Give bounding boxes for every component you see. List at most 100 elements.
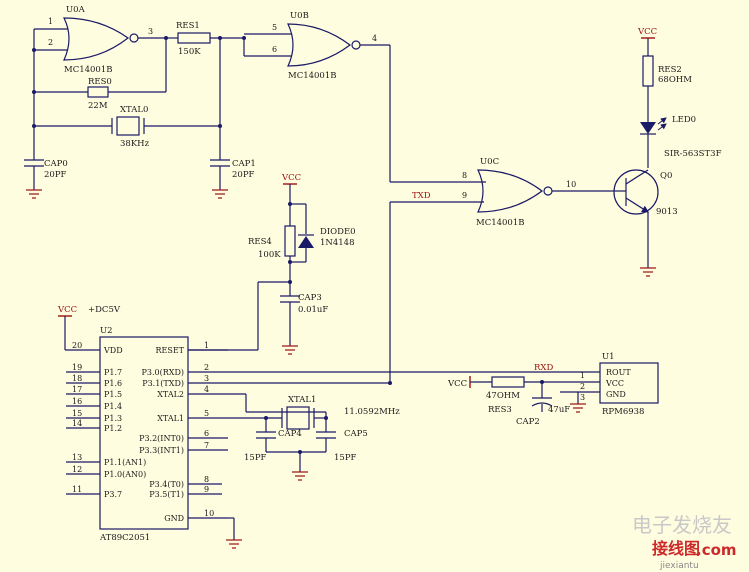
u2-pin-num: 20 [72,341,82,350]
cap4-ref: CAP4 [278,429,302,439]
u2-pin-name: P3.2(INT0) [139,434,184,443]
vcc-label-u1: VCC [447,379,467,389]
u2-pin-num: 2 [204,363,209,372]
u2-pin-num: 9 [204,485,209,494]
u1-pin-num-1: 1 [580,371,585,380]
transistor-q0-icon [610,169,659,268]
u2-pin-num: 6 [204,429,209,438]
u0b-ref: U0B [290,11,309,21]
q0-ref: Q0 [660,171,672,181]
u2-pin-num: 7 [204,441,209,450]
u0c-part: MC14001B [476,218,525,228]
junctions-reset [288,202,292,284]
cap0-ref: CAP0 [44,159,68,169]
u2-pin-num: 5 [204,409,209,418]
res3-value: 47OHM [486,391,520,401]
vcc-label-mcu: VCC [57,305,77,315]
gate-u0b [287,23,486,183]
cap1-symbol [210,159,230,190]
res3-body [491,376,525,388]
cap4-value: 15PF [244,453,267,463]
u2-body [99,336,189,530]
xtal1-symbol [281,406,326,430]
vcc-label-reset: VCC [281,173,301,183]
u1-pin-name-2: VCC [605,379,624,388]
u2-pin-num: 12 [72,465,82,474]
u2-supply [64,316,100,351]
u0c-pin9: 9 [462,191,467,200]
u2-pin-name: P1.3 [104,414,122,423]
u2-ref: U2 [100,326,113,336]
ground-icon [282,345,298,355]
u1-pin-num-2: 2 [580,382,585,391]
ground-icon [640,267,656,277]
res2-value: 68OHM [658,75,692,85]
diode0-icon [298,234,314,248]
u2-pin-name: P1.5 [104,390,122,399]
cap3-ref: CAP3 [298,293,322,303]
u2-pin-name: P3.7 [104,490,122,499]
cap2-ref: CAP2 [516,417,540,427]
cap1-value: 20PF [232,170,255,180]
u2-pin-name: P3.5(T1) [149,490,184,499]
u2-pin-num: 10 [204,509,214,518]
u2-pin-name: XTAL1 [157,414,184,423]
xtal0-ref: XTAL0 [120,105,148,115]
xtal1-value: 11.0592MHz [344,407,400,417]
u2-pin-name: VDD [103,346,123,355]
u2-pin-num: 13 [72,453,82,462]
u0a-pin1: 1 [48,17,53,26]
u1-pin-num-3: 3 [580,393,585,402]
gate-u0c [389,169,610,383]
watermark: 电子发烧友 接线图 .com jiexiantu [632,513,737,571]
u0b-part: MC14001B [288,71,337,81]
u2-pin-name: GND [164,514,184,523]
res0-value: 22M [88,101,108,111]
u2-pin-num: 17 [72,385,82,394]
u2-pin-num: 8 [204,475,209,484]
led0-ref: LED0 [672,115,696,125]
u1-ref: U1 [602,352,615,362]
junctions-osc [32,36,246,128]
ground-icon [26,189,42,199]
cap5-value: 15PF [334,453,357,463]
u2-pin-name: P1.1(AN1) [104,458,146,467]
led0-icon [640,117,667,135]
reset-network [188,184,307,351]
u2-pin-num: 3 [204,374,209,383]
junctions-mcu [264,381,392,454]
u2-pin-name: RESET [155,346,184,355]
u0a-pin2: 2 [48,38,53,47]
diode0-ref: DIODE0 [320,227,356,237]
ground-icon [226,539,242,549]
u2-pin-num: 1 [204,341,209,350]
u2-pin-name: P1.4 [104,402,122,411]
u2-pin-num: 19 [72,363,82,372]
cap1-ref: CAP1 [232,159,256,169]
u2-pin-num: 14 [72,419,82,428]
u1-pin-name-1: ROUT [606,368,631,377]
cap0-symbol [24,159,44,190]
u2-pin-name: P3.0(RXD) [142,368,184,377]
u2-right-pins: 1RESET2P3.0(RXD)3P3.1(TXD)4XTAL25XTAL16P… [139,341,228,523]
cap3-value: 0.01uF [298,305,328,315]
vcc-label-led: VCC [637,27,657,37]
led-branch [642,38,654,168]
xtal1-ref: XTAL1 [288,395,316,405]
u0a-part: MC14001B [64,65,113,75]
led0-value: SIR-563ST3F [664,149,722,159]
res1-value: 150K [178,47,201,57]
u2-pin-name: P1.2 [104,424,122,433]
u1-wires [474,381,600,412]
ground-icon [292,471,308,481]
u0b-pin5: 5 [272,23,277,32]
u2-pin-name: P3.1(TXD) [142,379,184,388]
u0a-pin3: 3 [148,27,153,36]
u2-part: AT89C2051 [99,533,150,543]
u1-body [599,362,659,404]
mcu-wires [228,371,600,540]
gate-u0a [34,17,166,61]
q0-value: 9013 [656,207,678,217]
watermark-site: jiexiantu [659,561,699,571]
